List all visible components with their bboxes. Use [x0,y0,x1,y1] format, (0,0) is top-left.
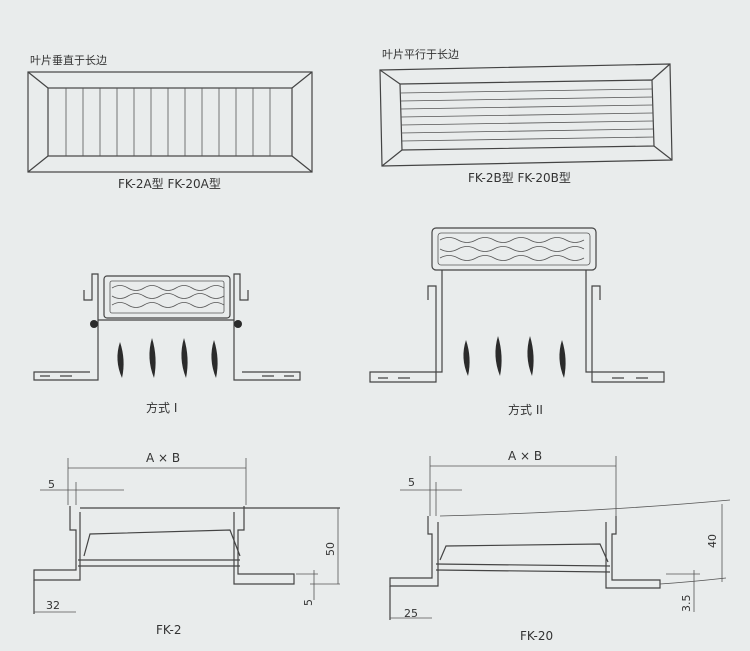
section-fk20 [389,456,731,620]
caption-fk2b-fk20b: FK-2B型 FK-20B型 [468,171,571,185]
fk20-dim-5-top: 5 [408,476,415,489]
caption-fk2: FK-2 [156,623,181,637]
fk20-dim-40: 40 [706,534,719,548]
fk2-dim-ab: A × B [146,451,180,465]
fk2-dim-50: 50 [324,542,337,556]
fk2-dim-5-side: 5 [302,599,315,606]
grille-vertical-blades [27,71,313,173]
caption-method-2: 方式 II [508,402,543,417]
caption-method-1: 方式 I [146,400,177,415]
fk2-dim-base: 32 [46,599,60,612]
install-method-2 [369,227,665,383]
fk20-dim-base: 25 [404,607,418,620]
install-method-1 [33,273,301,381]
fk20-dim-ab: A × B [508,449,542,463]
note-horizontal-blades: 叶片平行于长边 [382,48,459,61]
fk20-dim-35: 3.5 [680,595,693,613]
note-vertical-blades: 叶片垂直于长边 [30,53,107,67]
fk2-dim-5-top: 5 [48,478,55,491]
section-fk2 [33,458,340,614]
caption-fk20: FK-20 [520,629,553,643]
caption-fk2a-fk20a: FK-2A型 FK-20A型 [118,177,221,191]
grille-horizontal-blades [379,63,673,167]
